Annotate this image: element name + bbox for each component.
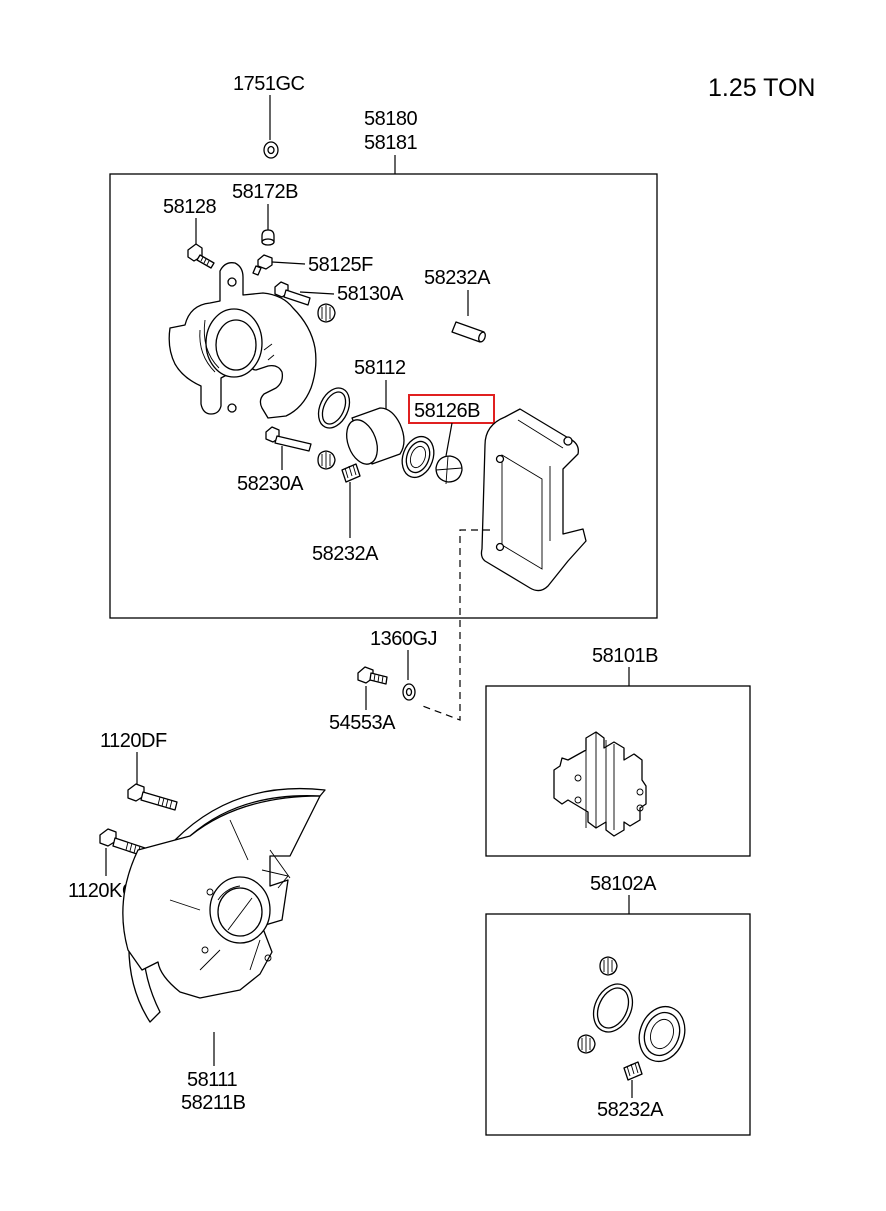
label-58125F[interactable]: 58125F [308, 254, 374, 276]
label-58181[interactable]: 58181 [364, 132, 418, 154]
label-58111[interactable]: 58111 [187, 1069, 238, 1091]
pad-kit-box [485, 685, 751, 857]
part-1120DF-bolt[interactable] [127, 783, 178, 811]
part-piston-seal-ring[interactable] [312, 383, 355, 433]
label-58101B[interactable]: 58101B [592, 645, 659, 667]
part-kit-dust-boot[interactable] [632, 1000, 692, 1068]
part-kit-boot-upper[interactable] [599, 956, 618, 976]
part-caliper-body[interactable] [168, 262, 317, 419]
part-54553A-bolt[interactable] [357, 666, 388, 685]
label-58211B[interactable]: 58211B [181, 1092, 246, 1114]
part-58126B-clip[interactable] [435, 455, 463, 485]
label-58112[interactable]: 58112 [354, 357, 407, 379]
bracket-mount-leader [419, 529, 490, 721]
part-guide-pin-boot-upper[interactable] [317, 303, 336, 323]
label-58232A-top[interactable]: 58232A [424, 267, 492, 289]
part-58232A-sleeve-top[interactable] [451, 321, 487, 343]
label-1120KC[interactable]: 1120KC [68, 880, 136, 902]
caliper-assembly-box [109, 173, 658, 619]
part-58128-bleeder-bolt[interactable] [187, 243, 215, 269]
label-58130A[interactable]: 58130A [337, 283, 405, 305]
part-piston-dust-boot[interactable] [397, 432, 440, 482]
label-58102A[interactable]: 58102A [590, 873, 658, 895]
part-58230A-guide-pin[interactable] [265, 426, 312, 452]
label-1360GJ[interactable]: 1360GJ [370, 628, 438, 650]
part-58232A-sleeve-mid[interactable] [341, 463, 361, 483]
label-54553A[interactable]: 54553A [329, 712, 397, 734]
seal-kit-box [485, 913, 751, 1136]
label-58232A-mid[interactable]: 58232A [312, 543, 380, 565]
part-1360GJ-washer[interactable] [402, 683, 416, 701]
tonnage-title: 1.25 TON [708, 74, 815, 102]
part-guide-pin-boot-lower[interactable] [317, 450, 336, 470]
part-kit-seal-ring[interactable] [586, 978, 640, 1039]
label-58126B[interactable]: 58126B [414, 400, 481, 422]
part-caliper-bracket[interactable] [480, 408, 587, 592]
label-58128[interactable]: 58128 [163, 196, 217, 218]
part-58111-dust-shield[interactable] [122, 787, 326, 1023]
part-58232A-kit-sleeve[interactable] [623, 1061, 643, 1081]
label-1751GC[interactable]: 1751GC [233, 73, 305, 95]
part-58172B-cap[interactable] [261, 229, 275, 246]
part-kit-boot-lower[interactable] [577, 1034, 596, 1054]
part-58130A-guide-pin[interactable] [274, 281, 311, 306]
label-1120DF[interactable]: 1120DF [100, 730, 167, 752]
label-58180[interactable]: 58180 [364, 108, 418, 130]
label-58230A[interactable]: 58230A [237, 473, 305, 495]
part-58101B-brake-pads[interactable] [553, 731, 647, 837]
part-58125F-bleeder-screw[interactable] [252, 254, 273, 276]
label-58172B[interactable]: 58172B [232, 181, 299, 203]
part-58112-piston[interactable] [341, 407, 405, 468]
label-58232A-kit[interactable]: 58232A [597, 1099, 665, 1121]
part-1751GC-nut[interactable] [263, 141, 279, 159]
